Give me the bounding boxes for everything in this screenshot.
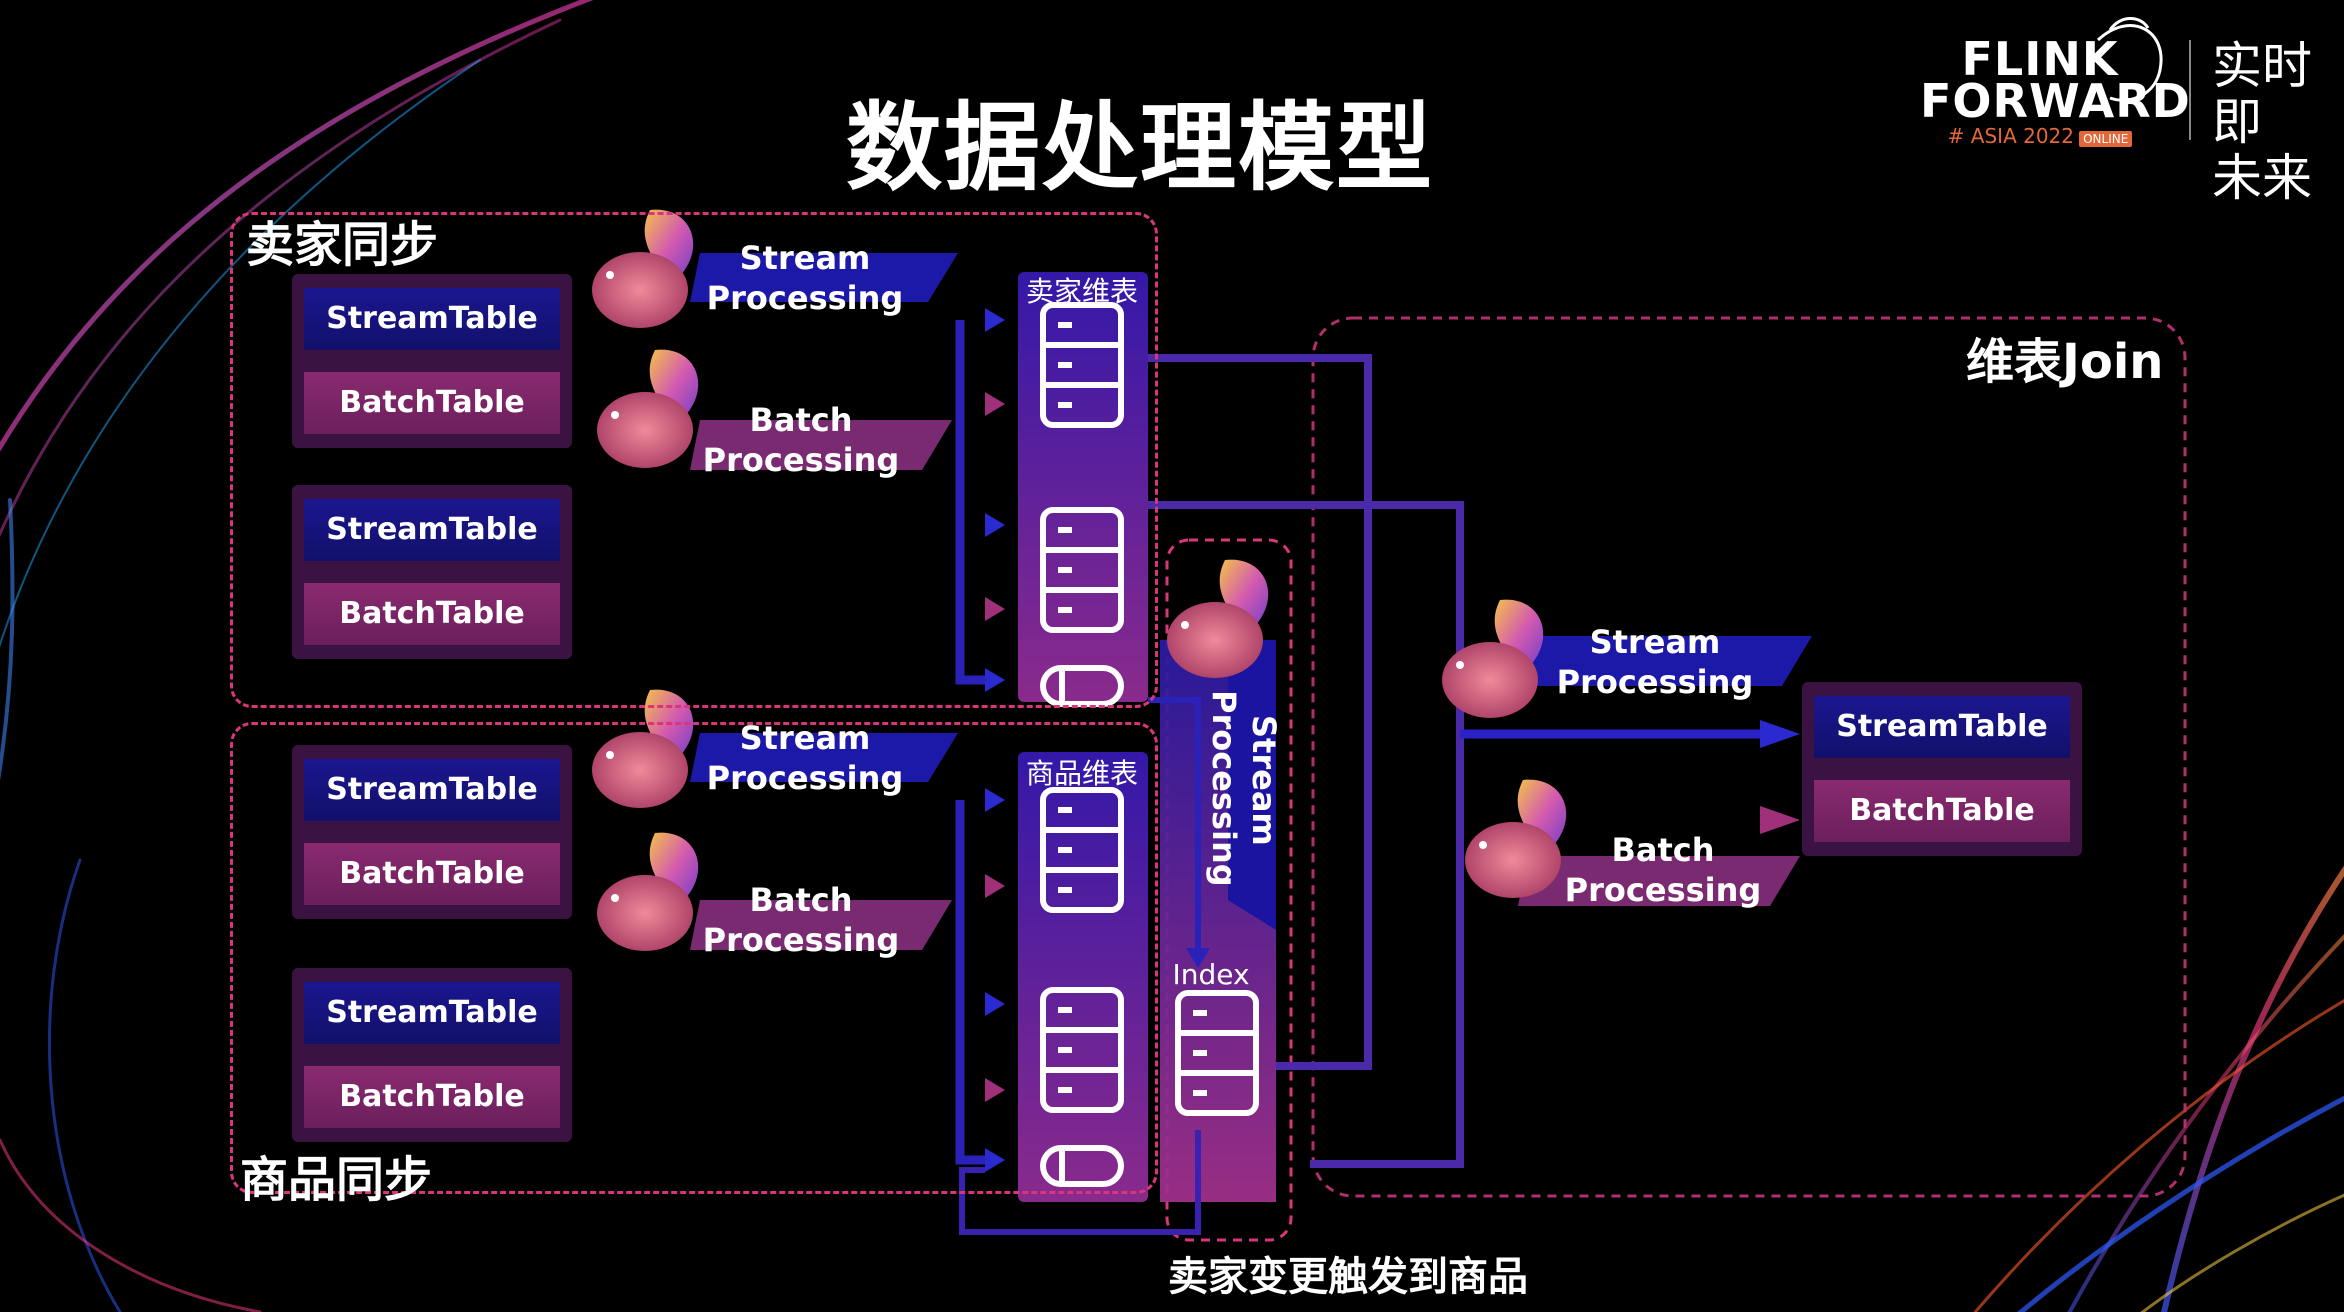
batch-word: Batch: [749, 401, 853, 439]
batch-table: BatchTable: [304, 372, 560, 434]
cylinder-icon: [1040, 1145, 1124, 1187]
logo-badge: ONLINE: [2079, 131, 2133, 147]
processing-banners: [690, 253, 1812, 950]
seller-change-trigger-label: 卖家变更触发到商品: [1168, 1254, 1528, 1300]
stream-word: Stream: [739, 239, 871, 277]
database-icon: [1040, 787, 1124, 913]
seller-dim-panel: [1018, 272, 1148, 702]
batch-table: BatchTable: [304, 583, 560, 645]
stream-processing-label: Stream Processing: [690, 238, 920, 318]
page-title: 数据处理模型: [846, 92, 1434, 204]
flink-squirrel-icon: [1167, 559, 1269, 678]
batch-processing-label: Batch Processing: [686, 880, 916, 960]
flink-squirrel-icon: [597, 349, 699, 468]
cylinder-icon: [1040, 665, 1124, 707]
arrow-heads: [985, 308, 1800, 1172]
slogan: 实时即 未来: [2212, 38, 2344, 206]
batch-table: BatchTable: [304, 843, 560, 905]
processing-word: Processing: [1556, 663, 1754, 701]
product-dim-panel: [1018, 752, 1148, 1202]
slogan-line2: 未来: [2212, 149, 2312, 207]
processing-word: Processing: [706, 759, 904, 797]
stream-word: Stream: [1589, 623, 1721, 661]
product-dim-label: 商品维表: [1025, 757, 1138, 790]
flink-squirrel-icon: [1442, 599, 1544, 718]
stream-table: StreamTable: [304, 982, 560, 1044]
batch-processing-label: Batch Processing: [1548, 830, 1778, 910]
seller-dim-label: 卖家维表: [1025, 275, 1138, 308]
processing-word: Processing: [1564, 871, 1762, 909]
logo-event: # ASIA 2022: [1947, 124, 2074, 148]
flink-squirrel-icon: [1465, 779, 1567, 898]
vertical-stream-processing-label: Stream Processing: [1205, 690, 1283, 887]
stream-word: Stream: [739, 719, 871, 757]
stream-table: StreamTable: [304, 288, 560, 350]
table-pair: StreamTable BatchTable: [292, 274, 572, 448]
batch-word: Batch: [749, 881, 853, 919]
processing-word: Processing: [702, 921, 900, 959]
logo-line2: FORWARD: [1920, 74, 2191, 128]
batch-table: BatchTable: [304, 1066, 560, 1128]
batch-processing-label: Batch Processing: [686, 400, 916, 480]
database-icon: [1040, 987, 1124, 1113]
region-product-sync: [230, 722, 1158, 1194]
flink-squirrel-icons: [592, 209, 1567, 951]
table-pair: StreamTable BatchTable: [292, 745, 572, 919]
processing-word: Processing: [706, 279, 904, 317]
index-label: Index: [1172, 958, 1250, 991]
stream-table: StreamTable: [304, 759, 560, 821]
flink-squirrel-icon: [592, 209, 694, 328]
database-icon: [1040, 302, 1124, 428]
region-seller-sync: [230, 212, 1158, 708]
table-pair-result: StreamTable BatchTable: [1802, 682, 2082, 856]
flink-logo-icon: [2096, 17, 2163, 102]
stream-processing-label: Stream Processing: [1540, 622, 1770, 702]
table-pair: StreamTable BatchTable: [292, 485, 572, 659]
region-dim-join-label: 维表Join: [1966, 334, 2164, 390]
region-index-border: [1165, 538, 1293, 1242]
logo-line1: FLINK: [1961, 32, 2119, 86]
stream-processing-label: Stream Processing: [690, 718, 920, 798]
flink-forward-logo: FLINK FORWARD # ASIA 2022 ONLINE: [1920, 32, 2191, 148]
region-seller-sync-label: 卖家同步: [246, 217, 439, 273]
database-icon: [1175, 990, 1259, 1116]
slogan-line1: 实时即: [2212, 37, 2312, 151]
region-product-sync-label: 商品同步: [240, 1152, 433, 1208]
batch-table: BatchTable: [1814, 780, 2070, 842]
table-pair: StreamTable BatchTable: [292, 968, 572, 1142]
batch-word: Batch: [1611, 831, 1715, 869]
processing-word: Processing: [702, 441, 900, 479]
stream-table: StreamTable: [1814, 696, 2070, 758]
flink-squirrel-icon: [592, 689, 694, 808]
region-dim-join-border: [1311, 316, 2187, 1198]
database-icons: [1040, 302, 1259, 1187]
flink-squirrel-icon: [597, 832, 699, 951]
stream-table: StreamTable: [304, 499, 560, 561]
database-icon: [1040, 507, 1124, 633]
